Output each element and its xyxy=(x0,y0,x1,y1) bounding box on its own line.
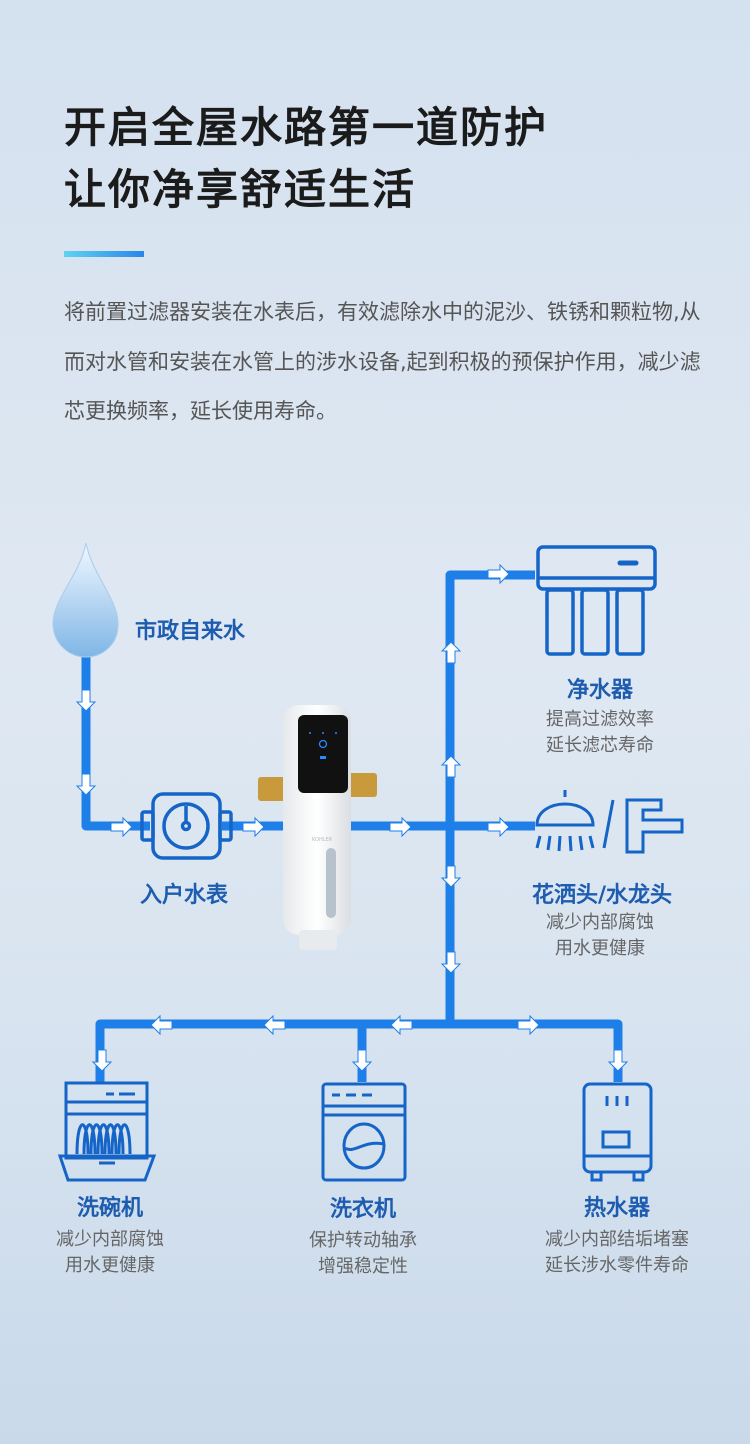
prefilter-product: KOHLER xyxy=(258,705,377,950)
label-water-meter: 入户水表 xyxy=(139,883,229,908)
faucet-icon xyxy=(625,798,684,854)
dishwasher-icon xyxy=(57,1081,157,1182)
shower-benefit-2: 用水更健康 xyxy=(555,938,645,959)
shower-benefit-1: 减少内部腐蚀 xyxy=(546,912,654,933)
accent-bar xyxy=(64,251,144,257)
label-purifier: 净水器 xyxy=(566,678,634,703)
purifier-benefit-1: 提高过滤效率 xyxy=(546,709,654,730)
heading-line-1: 开启全屋水路第一道防护 xyxy=(64,103,549,152)
water-meter-icon xyxy=(140,792,233,860)
washing-machine-icon xyxy=(321,1082,407,1182)
description: 将前置过滤器安装在水表后，有效滤除水中的泥沙、铁锈和颗粒物,从而对水管和安装在水… xyxy=(64,300,701,423)
heater-benefit-1: 减少内部结垢堵塞 xyxy=(545,1229,689,1250)
purifier-benefit-2: 延长滤芯寿命 xyxy=(546,735,654,756)
brand-text: KOHLER xyxy=(312,837,333,843)
heading-line-2: 让你净享舒适生活 xyxy=(64,165,417,214)
label-shower-faucet: 花洒头/水龙头 xyxy=(531,883,673,908)
slash-divider xyxy=(602,799,615,849)
water-heater-icon xyxy=(582,1082,653,1182)
dishwasher-benefit-1: 减少内部腐蚀 xyxy=(56,1229,164,1250)
label-municipal-water: 市政自来水 xyxy=(135,619,246,644)
washer-benefit-1: 保护转动轴承 xyxy=(309,1230,417,1251)
label-washing-machine: 洗衣机 xyxy=(329,1197,397,1222)
label-dishwasher: 洗碗机 xyxy=(76,1196,144,1221)
washer-benefit-2: 增强稳定性 xyxy=(318,1256,408,1277)
label-water-heater: 热水器 xyxy=(583,1196,651,1221)
heater-benefit-2: 延长涉水零件寿命 xyxy=(545,1255,689,1276)
water-drop-icon xyxy=(52,542,119,658)
shower-head-icon xyxy=(535,790,595,852)
water-purifier-icon xyxy=(536,545,657,656)
dishwasher-benefit-2: 用水更健康 xyxy=(65,1255,155,1276)
